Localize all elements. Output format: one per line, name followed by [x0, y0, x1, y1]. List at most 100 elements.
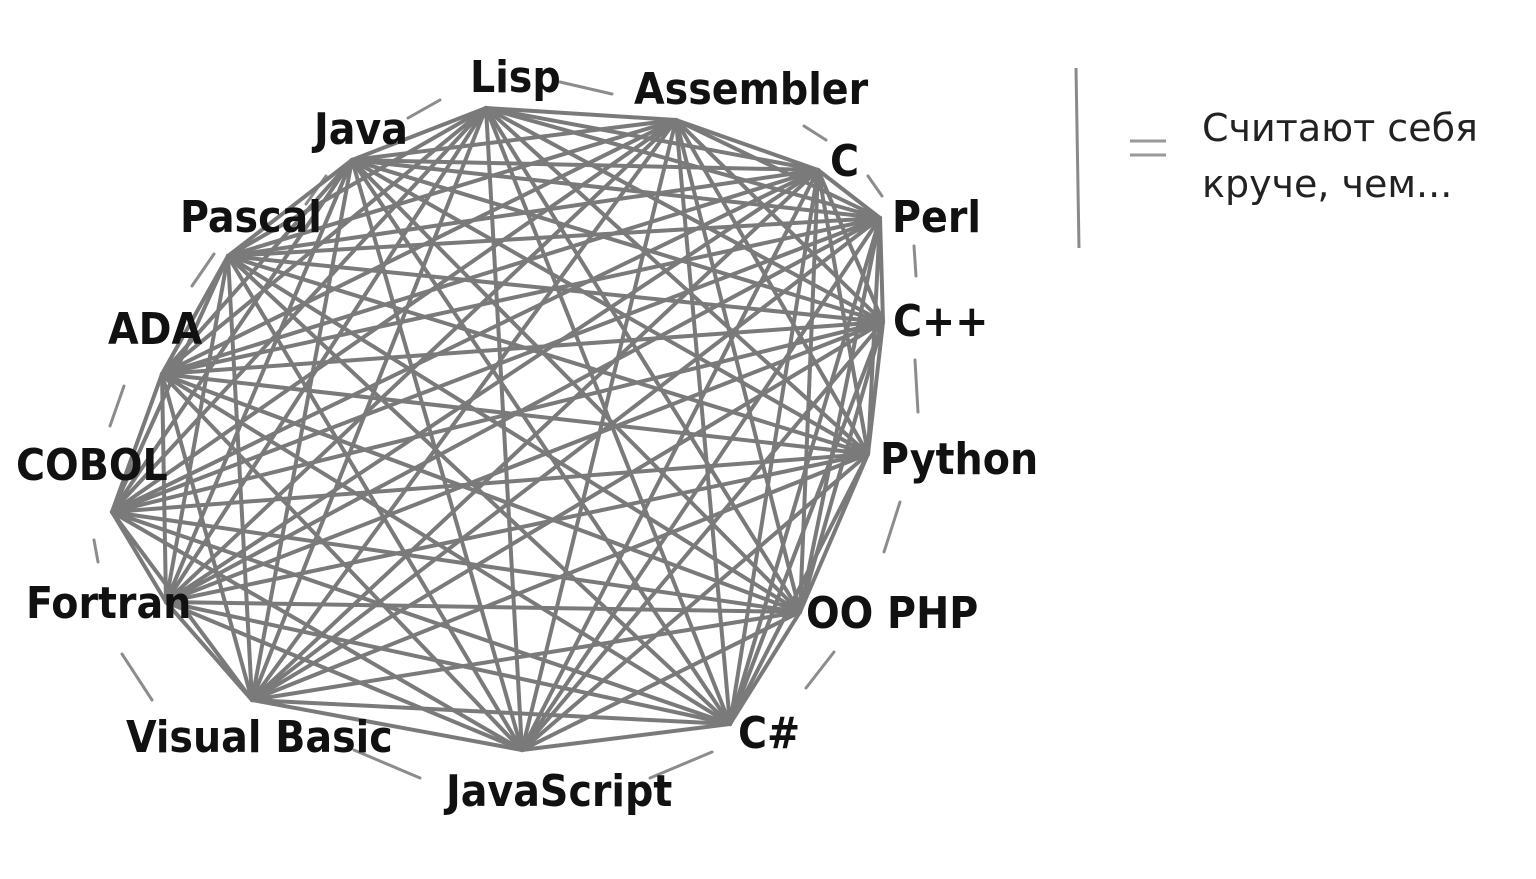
node-label-csharp: C#: [738, 708, 800, 759]
edge-assembler-c: [674, 118, 820, 172]
edge-visualbasic-pascal: [226, 254, 254, 702]
edge-visualbasic-cobol: [110, 510, 254, 702]
node-label-perl: Perl: [892, 192, 981, 243]
node-label-lisp: Lisp: [470, 52, 561, 103]
node-label-python: Python: [880, 434, 1038, 485]
edge-cpp-csharp: [728, 320, 885, 726]
edge-c-fortran: [164, 168, 820, 604]
edge-python-cobol: [110, 452, 870, 514]
node-label-c: C: [830, 136, 859, 187]
edge-javascript-java: [350, 158, 524, 752]
edge-csharp-visualbasic: [250, 698, 732, 726]
edge-lisp-visualbasic: [250, 106, 488, 702]
edge-cobol-pascal: [110, 254, 230, 514]
edges: [110, 106, 885, 752]
node-label-pascal: Pascal: [180, 192, 322, 243]
edge-csharp-ada: [160, 372, 732, 726]
edge-c-csharp: [728, 168, 820, 726]
ring-dash-9: [352, 748, 422, 780]
edge-oophp-csharp: [728, 610, 802, 726]
edge-assembler-ada: [160, 118, 678, 376]
edge-lisp-assembler: [484, 106, 678, 122]
edge-perl-java: [350, 158, 882, 220]
ring-dash-8: [648, 750, 714, 780]
ring-dash-0: [558, 80, 614, 96]
edge-perl-javascript: [520, 216, 882, 752]
edge-assembler-cpp: [674, 118, 885, 324]
legend: [1074, 67, 1166, 249]
edge-fortran-java: [164, 158, 354, 604]
ring-dash-4: [912, 244, 918, 278]
edge-ada-java: [160, 158, 354, 376]
edge-cpp-javascript: [520, 320, 885, 752]
edge-csharp-fortran: [164, 600, 732, 726]
edge-lisp-oophp: [484, 106, 802, 614]
edge-lisp-java: [350, 106, 488, 162]
edge-c-ada: [160, 168, 820, 376]
edge-ada-pascal: [160, 254, 230, 376]
node-label-java: Java: [311, 104, 408, 155]
node-label-visualbasic: Visual Basic: [126, 712, 393, 763]
edge-perl-visualbasic: [250, 216, 882, 702]
edge-visualbasic-ada: [160, 372, 254, 702]
ring-dash-12: [108, 384, 126, 428]
edge-python-ada: [160, 372, 870, 456]
edge-cpp-python: [866, 320, 885, 456]
edge-c-javascript: [520, 168, 820, 752]
node-label-cpp: C++: [893, 296, 988, 347]
legend-text: Считают себя круче, чем...: [1202, 100, 1522, 212]
edge-python-javascript: [520, 452, 870, 752]
edge-visualbasic-java: [250, 158, 354, 702]
edge-fortran-cobol: [110, 510, 168, 604]
node-label-javascript: JavaScript: [443, 766, 672, 817]
edge-cobol-java: [110, 158, 354, 514]
node-label-assembler: Assembler: [634, 64, 869, 115]
edge-c-java: [350, 158, 820, 172]
ring-dash-2: [802, 124, 828, 142]
edge-javascript-fortran: [164, 600, 524, 752]
edge-c-cpp: [816, 168, 885, 324]
legend-line-2: круче, чем...: [1202, 162, 1453, 206]
edge-oophp-cobol: [110, 510, 802, 614]
edge-c-perl: [816, 168, 882, 220]
edge-python-csharp: [728, 452, 870, 726]
edge-pascal-java: [226, 158, 354, 258]
edge-perl-oophp: [798, 216, 882, 614]
edge-perl-csharp: [728, 216, 882, 726]
legend-line-1: Считают себя: [1202, 106, 1478, 150]
ring-dash-11: [92, 538, 100, 564]
edge-lisp-cobol: [110, 106, 488, 514]
legend-vertical-line: [1074, 67, 1081, 249]
outer-dashed-ring: [92, 80, 920, 780]
edge-cpp-pascal: [226, 254, 885, 324]
edge-oophp-java: [350, 158, 802, 614]
ring-dash-7: [804, 650, 836, 690]
node-label-fortran: Fortran: [26, 578, 191, 629]
node-label-oophp: OO PHP: [806, 588, 978, 639]
edge-cpp-visualbasic: [250, 320, 885, 702]
edge-csharp-java: [350, 158, 732, 726]
node-label-cobol: COBOL: [16, 440, 168, 491]
edge-javascript-cobol: [110, 510, 524, 752]
legend-equals-icon: [1130, 139, 1166, 157]
ring-dash-6: [882, 500, 902, 554]
edge-csharp-javascript: [520, 722, 732, 752]
edge-javascript-visualbasic: [250, 698, 524, 752]
edge-csharp-pascal: [226, 254, 732, 726]
ring-dash-3: [866, 174, 884, 198]
ring-dash-10: [120, 652, 154, 702]
edge-perl-python: [866, 216, 882, 456]
ring-dash-5: [913, 358, 920, 414]
ring-dash-1: [406, 98, 442, 120]
edge-cpp-fortran: [164, 320, 885, 604]
edge-lisp-fortran: [164, 106, 488, 604]
edge-javascript-ada: [160, 372, 524, 752]
edge-csharp-cobol: [110, 510, 732, 726]
ring-dash-13: [190, 252, 216, 288]
edge-fortran-ada: [160, 372, 168, 604]
node-label-ada: ADA: [108, 304, 203, 355]
edge-python-java: [350, 158, 870, 456]
edge-assembler-java: [350, 118, 678, 162]
